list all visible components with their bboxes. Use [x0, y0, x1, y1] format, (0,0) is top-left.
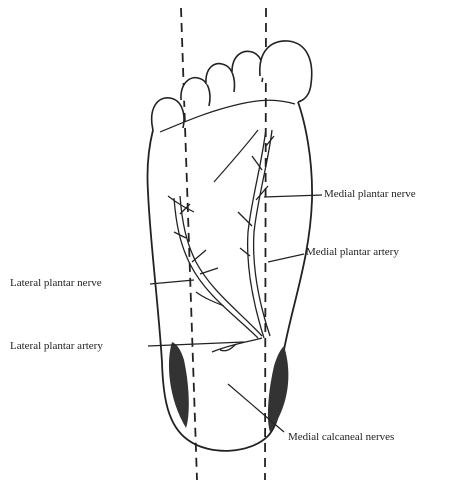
little-toe [152, 98, 184, 130]
label-lateral-plantar-nerve: Lateral plantar nerve [10, 277, 102, 290]
leader-medial-plantar-nerve [264, 195, 322, 197]
toes [152, 41, 312, 130]
lateral-heel-shading [169, 342, 189, 428]
leader-medial-plantar-artery [268, 254, 304, 262]
medial-plantar-nerve [238, 128, 274, 338]
big-toe [260, 41, 312, 102]
medial-heel-shading [268, 346, 288, 432]
label-medial-plantar-nerve: Medial plantar nerve [324, 188, 416, 201]
second-toe [232, 51, 263, 82]
label-medial-calcaneal-nerves: Medial calcaneal nerves [288, 431, 394, 444]
label-lateral-plantar-artery: Lateral plantar artery [10, 340, 103, 353]
sole-outline [147, 102, 312, 451]
third-toe [206, 64, 235, 92]
calcaneal-branches [212, 338, 262, 352]
leader-lateral-plantar-nerve [150, 280, 194, 284]
label-medial-plantar-artery: Medial plantar artery [306, 246, 399, 259]
leader-lateral-plantar-artery [148, 342, 244, 346]
